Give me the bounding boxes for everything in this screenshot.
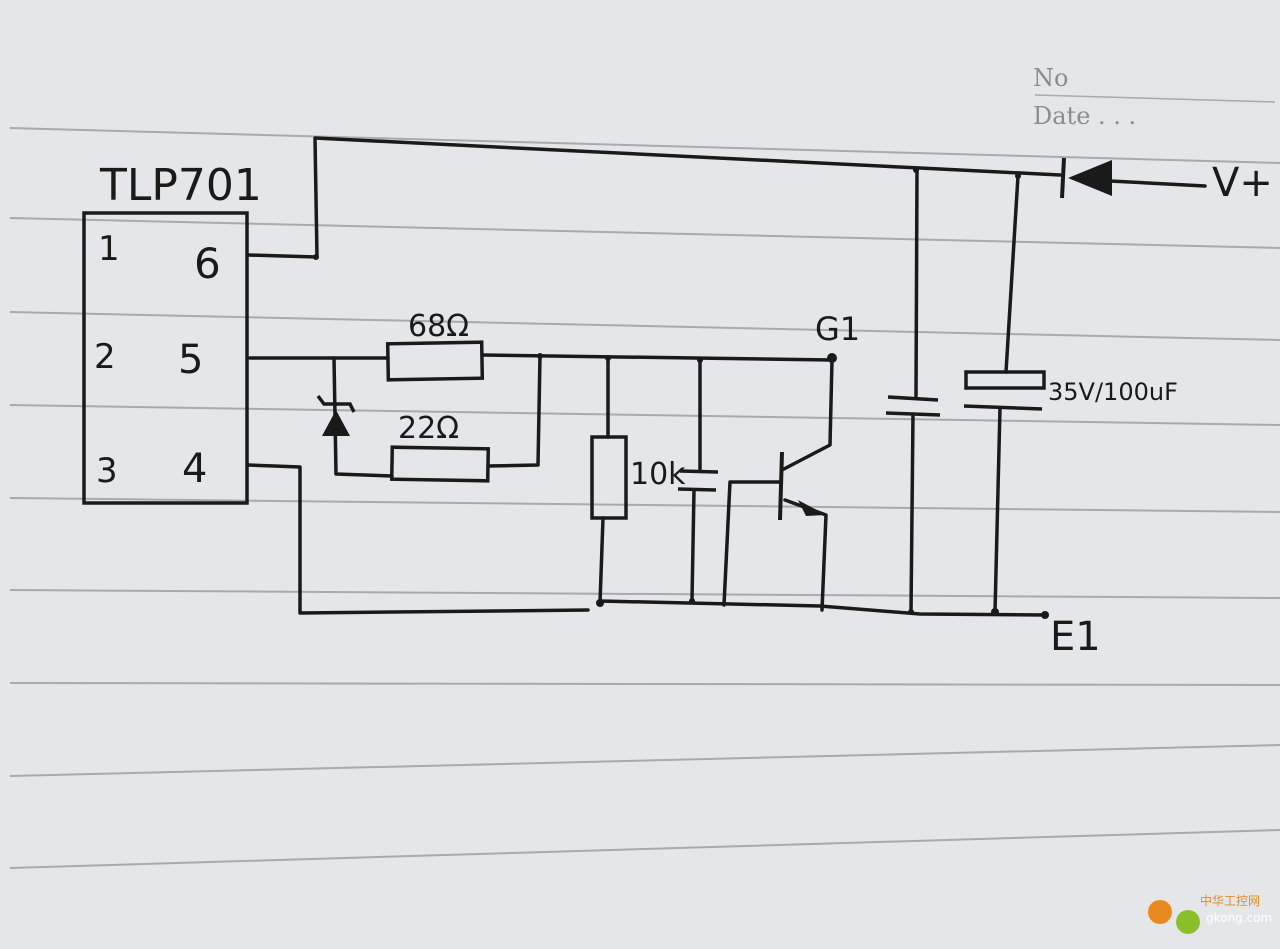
watermark-site-cn: 中华工控网: [1200, 893, 1260, 908]
r2-value-label: 22Ω: [398, 411, 459, 446]
capacitor-filter: [885, 395, 941, 417]
gear-icon-small: [1176, 910, 1200, 934]
gnd-terminal: [1041, 611, 1049, 619]
date-label: Date . . .: [1033, 102, 1136, 130]
pin-3-label: 3: [96, 451, 118, 491]
no-label: No: [1033, 64, 1068, 92]
resistor-22ohm: [389, 445, 491, 483]
resistor-68ohm: [385, 340, 485, 382]
vplus-label: V+: [1212, 160, 1273, 206]
watermark-site-url: gkong.com: [1206, 911, 1272, 925]
wires: [246, 136, 1207, 617]
g1-label: G1: [815, 310, 860, 348]
gear-icon: [1148, 900, 1172, 924]
ruled-lines: [9, 94, 1280, 869]
input-diode-icon: [1060, 157, 1112, 199]
pin-2-label: 2: [94, 337, 116, 377]
junction-dots: [313, 167, 1021, 616]
pin-6-label: 6: [194, 239, 221, 288]
tlp701-package: [82, 211, 249, 505]
pin-1-label: 1: [98, 229, 120, 269]
g1-node: [827, 353, 837, 363]
pin-4-label: 4: [182, 446, 207, 492]
npn-transistor: [778, 451, 826, 521]
cap-rating-label: 35V/100uF: [1048, 378, 1178, 406]
gnd-label: E1: [1050, 614, 1101, 660]
ic-name-label: TLP701: [99, 160, 262, 211]
watermark-logo: 中华工控网 gkong.com: [1148, 893, 1272, 934]
capacitor-small: [677, 469, 719, 492]
resistor-10k: [590, 435, 628, 520]
capacitor-electrolytic: [963, 370, 1046, 411]
r1-value-label: 68Ω: [408, 309, 469, 344]
r3-value-label: 10k: [630, 457, 686, 492]
zener-diode-icon: [316, 394, 356, 436]
pin-5-label: 5: [178, 337, 203, 383]
